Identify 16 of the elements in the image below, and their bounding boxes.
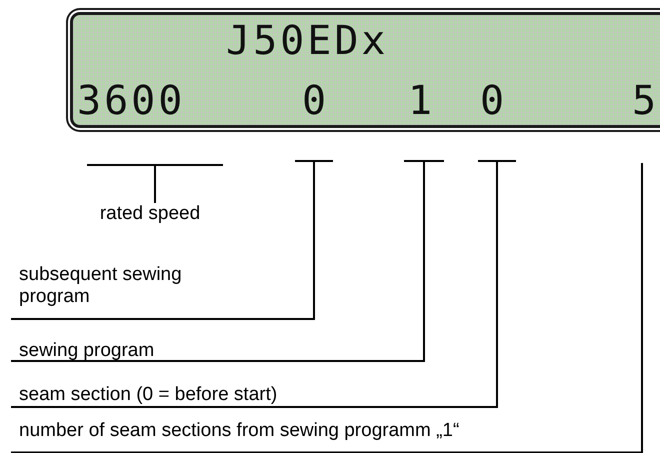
display-value: 0 xyxy=(480,81,508,121)
label-text: seam section (0 = before start) xyxy=(18,384,278,406)
leader-line xyxy=(11,160,445,362)
leader-line xyxy=(11,160,517,408)
label-text: rated speed xyxy=(98,203,202,225)
leader-line xyxy=(11,163,643,453)
label-text: subsequent sewing program xyxy=(18,264,183,308)
display-value: 3600 xyxy=(77,81,186,121)
leader-line xyxy=(11,160,334,320)
leader-line xyxy=(86,164,224,203)
display-value: 1 xyxy=(408,81,436,121)
display-value: 0 xyxy=(302,81,330,121)
label-text: number of seam sections from sewing programm „1“ xyxy=(18,420,460,442)
label-text: sewing program xyxy=(18,340,156,362)
display-text: J50EDx xyxy=(226,21,388,61)
display-value: 5 xyxy=(632,81,660,121)
